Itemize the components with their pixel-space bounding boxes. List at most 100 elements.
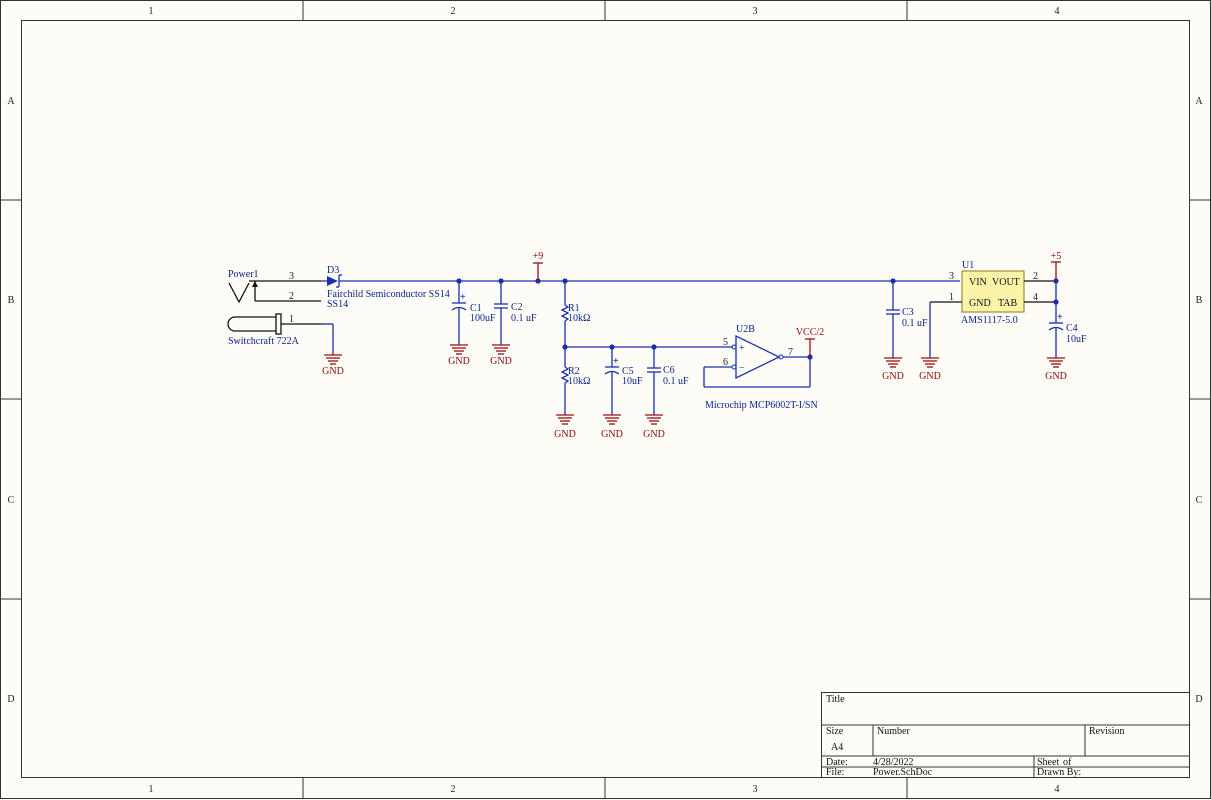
opamp-minus-input: − — [739, 363, 745, 374]
power-jack-ref: Power1 — [228, 269, 259, 280]
regulator-pin: 2 — [1033, 271, 1038, 282]
vcc2-port-symbol — [805, 338, 815, 357]
column-label-top: 3 — [753, 6, 758, 17]
resistor-r2-symbol — [560, 366, 570, 384]
file-label: File: — [826, 767, 844, 778]
row-label-left: A — [7, 96, 15, 107]
gnd-symbol — [556, 414, 574, 425]
resistor-r2-ref: R2 — [568, 366, 580, 377]
opamp-pin: 5 — [723, 337, 728, 348]
gnd-symbol — [884, 357, 902, 368]
capacitor-polarity-mark: + — [1057, 312, 1063, 323]
gnd-symbol — [450, 344, 468, 355]
size-value: A4 — [831, 742, 843, 753]
regulator-vout-label: VOUT — [992, 277, 1020, 288]
regulator-pin: 4 — [1033, 292, 1038, 303]
capacitor-c6-value: 0.1 uF — [663, 376, 689, 387]
regulator-u1-ref: U1 — [962, 260, 974, 271]
gnd-label: GND — [554, 429, 576, 440]
column-label-top: 4 — [1055, 6, 1060, 17]
opamp-u2b-symbol — [731, 334, 784, 380]
gnd-symbol — [1047, 357, 1065, 368]
column-label-top: 1 — [149, 6, 154, 17]
capacitor-c6-symbol — [647, 367, 661, 373]
capacitor-c1-symbol — [451, 302, 467, 311]
sheet-label: Sheet — [1037, 757, 1059, 768]
capacitor-c2-ref: C2 — [511, 302, 523, 313]
number-label: Number — [877, 726, 910, 737]
opamp-pin: 6 — [723, 357, 728, 368]
power-jack-pin: 2 — [289, 291, 294, 302]
capacitor-c2-value: 0.1 uF — [511, 313, 537, 324]
row-label-left: B — [8, 295, 15, 306]
plus9-port-symbol — [533, 262, 543, 281]
row-label-right: D — [1195, 694, 1202, 705]
capacitor-c4-ref: C4 — [1066, 323, 1078, 334]
plus5-port-symbol — [1051, 261, 1061, 281]
revision-label: Revision — [1089, 726, 1125, 737]
column-label-bottom: 2 — [451, 784, 456, 795]
plus5-port-label: +5 — [1051, 251, 1062, 262]
plus9-port-label: +9 — [533, 251, 544, 262]
opamp-u2b-ref: U2B — [736, 324, 755, 335]
capacitor-c3-ref: C3 — [902, 307, 914, 318]
capacitor-c3-symbol — [886, 309, 900, 315]
gnd-label: GND — [490, 356, 512, 367]
regulator-vin-label: VIN — [969, 277, 987, 288]
gnd-symbol — [324, 352, 342, 365]
row-label-left: C — [8, 495, 15, 506]
capacitor-c1-value: 100uF — [470, 313, 496, 324]
column-label-bottom: 1 — [149, 784, 154, 795]
row-label-left: D — [7, 694, 14, 705]
capacitor-polarity-mark: + — [460, 292, 466, 303]
vcc2-port-label: VCC/2 — [796, 327, 824, 338]
capacitor-c5-value: 10uF — [622, 376, 643, 387]
gnd-symbol — [645, 414, 663, 425]
gnd-label: GND — [919, 371, 941, 382]
gnd-symbol — [921, 357, 939, 368]
regulator-gnd-label: GND — [969, 298, 991, 309]
capacitor-c3-value: 0.1 uF — [902, 318, 928, 329]
diode-d3-mfr: Fairchild Semiconductor SS14 — [327, 289, 450, 300]
file-value: Power.SchDoc — [873, 767, 933, 778]
resistor-r1-ref: R1 — [568, 303, 580, 314]
power-jack-pin: 3 — [289, 271, 294, 282]
resistor-r1-value: 10kΩ — [568, 313, 590, 324]
resistor-r1-symbol — [560, 304, 570, 322]
drawn-by-label: Drawn By: — [1037, 767, 1081, 778]
row-label-right: A — [1195, 96, 1203, 107]
capacitor-c5-ref: C5 — [622, 366, 634, 377]
regulator-pin: 1 — [949, 292, 954, 303]
gnd-label: GND — [643, 429, 665, 440]
date-label: Date: — [826, 757, 848, 768]
power-jack-symbol — [227, 280, 321, 335]
capacitor-c6-ref: C6 — [663, 365, 675, 376]
regulator-u1-name: AMS1117-5.0 — [961, 315, 1018, 326]
title-label: Title — [826, 694, 845, 705]
row-label-right: C — [1196, 495, 1203, 506]
capacitor-c1-ref: C1 — [470, 303, 482, 314]
capacitor-c4-symbol — [1048, 322, 1064, 331]
date-value: 4/28/2022 — [873, 757, 914, 768]
column-label-bottom: 4 — [1055, 784, 1060, 795]
capacitor-c5-symbol — [604, 366, 620, 375]
sheet-of-label: of — [1063, 757, 1072, 768]
power-jack-name: Switchcraft 722A — [228, 336, 300, 347]
opamp-pin: 7 — [788, 347, 793, 358]
opamp-plus-input: + — [739, 343, 745, 354]
gnd-label: GND — [448, 356, 470, 367]
diode-d3-ref: D3 — [327, 265, 339, 276]
gnd-label: GND — [601, 429, 623, 440]
title-block — [821, 692, 1190, 778]
diode-d3-part: SS14 — [327, 299, 348, 310]
gnd-label: GND — [1045, 371, 1067, 382]
size-label: Size — [826, 726, 844, 737]
capacitor-polarity-mark: + — [613, 356, 619, 367]
gnd-symbol — [492, 344, 510, 355]
regulator-u1-body — [961, 270, 1025, 313]
gnd-label: GND — [882, 371, 904, 382]
column-label-bottom: 3 — [753, 784, 758, 795]
column-label-top: 2 — [451, 6, 456, 17]
